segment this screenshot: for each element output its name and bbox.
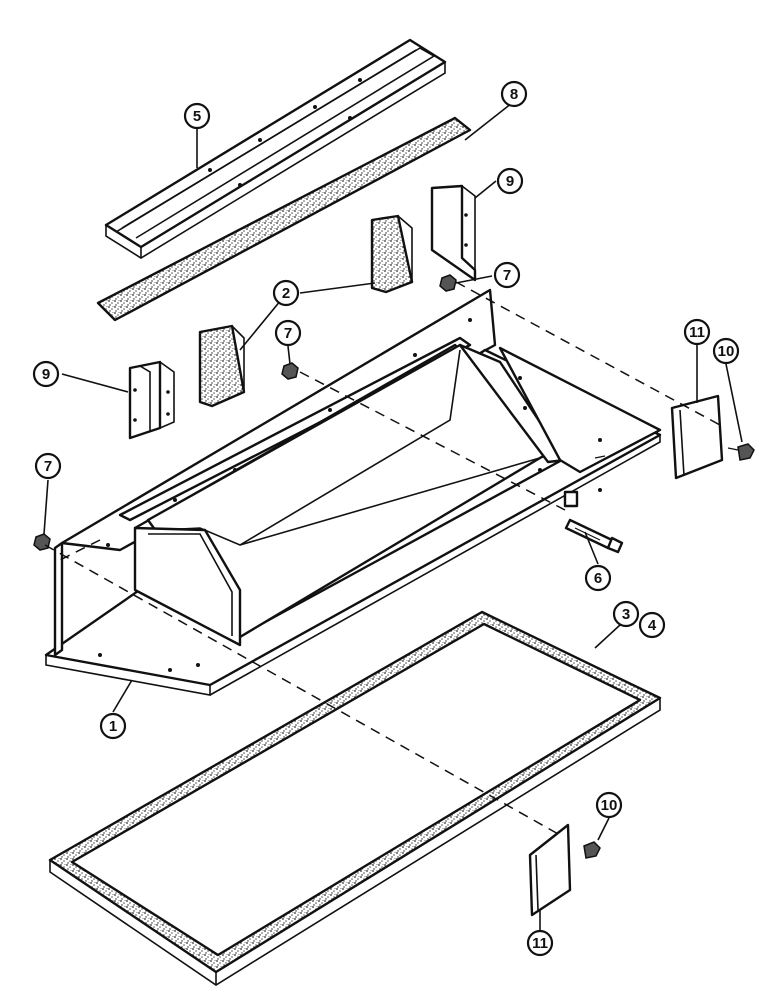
callout-4-label: 4: [648, 617, 657, 634]
part-9-bracket-upper: [430, 184, 477, 282]
callout-8-label: 8: [510, 86, 518, 103]
callout-7-left-label: 7: [44, 458, 52, 475]
part-3-4-gasket-frame: [48, 610, 662, 986]
callout-10-upper-label: 10: [718, 343, 735, 360]
callout-10-upper: 10: [712, 337, 740, 365]
callout-9-upper: 9: [496, 167, 524, 195]
callout-1-label: 1: [109, 718, 117, 735]
part-10-screw-upper: [727, 443, 755, 461]
callout-10-lower: 10: [595, 791, 623, 819]
part-5-top-channel: [104, 38, 447, 259]
callout-7-upper-label: 7: [503, 267, 511, 284]
callout-7-middle-label: 7: [284, 325, 292, 342]
part-6-bolt: [564, 518, 624, 554]
part-7-nut-b: [281, 362, 299, 380]
callout-7-left: 7: [34, 452, 62, 480]
callout-4: 4: [638, 611, 666, 639]
callout-5: 5: [183, 102, 211, 130]
callout-8: 8: [500, 80, 528, 108]
part-2-pad-lower: [198, 324, 246, 408]
part-8-felt-strip: [96, 116, 472, 322]
callout-7-middle: 7: [274, 319, 302, 347]
callout-2-label: 2: [282, 285, 290, 302]
leader-lines: [43, 102, 743, 930]
callout-11-lower: 11: [526, 929, 554, 957]
callout-11-upper-label: 11: [689, 324, 705, 341]
alignment-dashes: [44, 281, 721, 836]
callout-5-label: 5: [193, 108, 201, 125]
callout-9-left: 9: [32, 360, 60, 388]
part-9-bracket-left: [128, 360, 175, 440]
callout-9-upper-label: 9: [506, 173, 514, 190]
part-7-nut-c: [33, 533, 51, 551]
callout-10-lower-label: 10: [601, 797, 618, 814]
callout-6: 6: [584, 564, 612, 592]
part-2-pad-upper: [370, 214, 414, 294]
part-7-nut-a: [439, 274, 457, 292]
callout-3: 3: [612, 600, 640, 628]
callout-9-left-label: 9: [42, 366, 50, 383]
part-1-main-housing: [44, 288, 662, 696]
callout-11-upper: 11: [683, 318, 711, 346]
part-10-screw-lower: [583, 841, 601, 859]
callout-3-label: 3: [622, 606, 630, 623]
callout-1: 1: [99, 712, 127, 740]
part-11-plate-lower: [528, 823, 572, 917]
callout-2: 2: [272, 279, 300, 307]
callout-11-lower-label: 11: [532, 935, 548, 952]
callout-6-label: 6: [594, 570, 602, 587]
part-11-plate-upper: [670, 394, 724, 480]
callout-7-upper: 7: [493, 261, 521, 289]
